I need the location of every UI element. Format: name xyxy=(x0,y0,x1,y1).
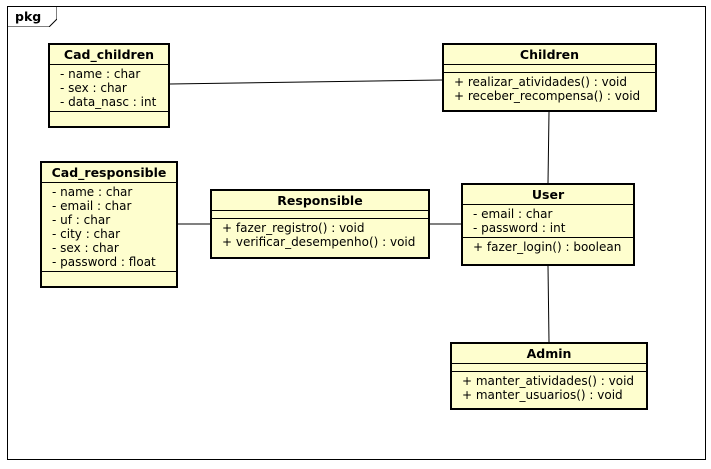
operations-compartment: + realizar_atividades() : void+ receber_… xyxy=(444,73,655,105)
class-responsible[interactable]: Responsible + fazer_registro() : void+ ve… xyxy=(210,189,430,259)
operation: + receber_recompensa() : void xyxy=(454,89,641,103)
attributes-compartment xyxy=(212,211,428,219)
attribute: - data_nasc : int xyxy=(60,95,157,109)
class-admin[interactable]: Admin + manter_atividades() : void+ mante… xyxy=(450,342,648,410)
operations-compartment: + fazer_login() : boolean xyxy=(463,238,633,256)
assoc-cadchildren-children xyxy=(169,79,443,85)
attribute: - uf : char xyxy=(52,213,111,227)
attributes-compartment: - name : char- sex : char- data_nasc : i… xyxy=(50,65,168,112)
operations-compartment xyxy=(50,112,168,119)
package-tab: pkg xyxy=(7,6,57,27)
operation: + verificar_desempenho() : void xyxy=(222,235,416,249)
operations-compartment: + fazer_registro() : void+ verificar_des… xyxy=(212,219,428,251)
attributes-compartment: - email : char- password : int xyxy=(463,205,633,238)
package-frame xyxy=(7,6,706,460)
attribute: - name : char xyxy=(52,185,133,199)
attributes-compartment: - name : char- email : char- uf : char- … xyxy=(42,183,176,272)
operation: + fazer_login() : boolean xyxy=(473,240,622,254)
operation: + realizar_atividades() : void xyxy=(454,75,628,89)
attribute: - password : int xyxy=(473,221,566,235)
class-name: User xyxy=(463,185,633,205)
attribute: - sex : char xyxy=(60,81,127,95)
class-cad-children[interactable]: Cad_children- name : char- sex : char- d… xyxy=(48,43,170,128)
assoc-children-user xyxy=(547,111,550,184)
attribute: - name : char xyxy=(60,67,141,81)
operations-compartment: + manter_atividades() : void+ manter_usu… xyxy=(452,372,646,404)
attribute: - email : char xyxy=(52,199,132,213)
attribute: - email : char xyxy=(473,207,553,221)
package-label: pkg xyxy=(15,9,42,24)
attributes-compartment xyxy=(444,65,655,73)
assoc-user-admin xyxy=(547,265,550,343)
package-tab-shape xyxy=(7,6,57,27)
attribute: - sex : char xyxy=(52,241,119,255)
class-name: Responsible xyxy=(212,191,428,211)
class-user[interactable]: User- email : char- password : int+ faze… xyxy=(461,183,635,266)
attribute: - password : float xyxy=(52,255,156,269)
operation: + manter_usuarios() : void xyxy=(462,388,623,402)
operation: + manter_atividades() : void xyxy=(462,374,635,388)
class-name: Children xyxy=(444,45,655,65)
operation: + fazer_registro() : void xyxy=(222,221,365,235)
attributes-compartment xyxy=(452,364,646,372)
class-name: Cad_children xyxy=(50,45,168,65)
class-name: Admin xyxy=(452,344,646,364)
class-children[interactable]: Children + realizar_atividades() : void+ … xyxy=(442,43,657,112)
class-name: Cad_responsible xyxy=(42,163,176,183)
class-cad-responsible[interactable]: Cad_responsible- name : char- email : ch… xyxy=(40,161,178,288)
operations-compartment xyxy=(42,272,176,279)
attribute: - city : char xyxy=(52,227,121,241)
